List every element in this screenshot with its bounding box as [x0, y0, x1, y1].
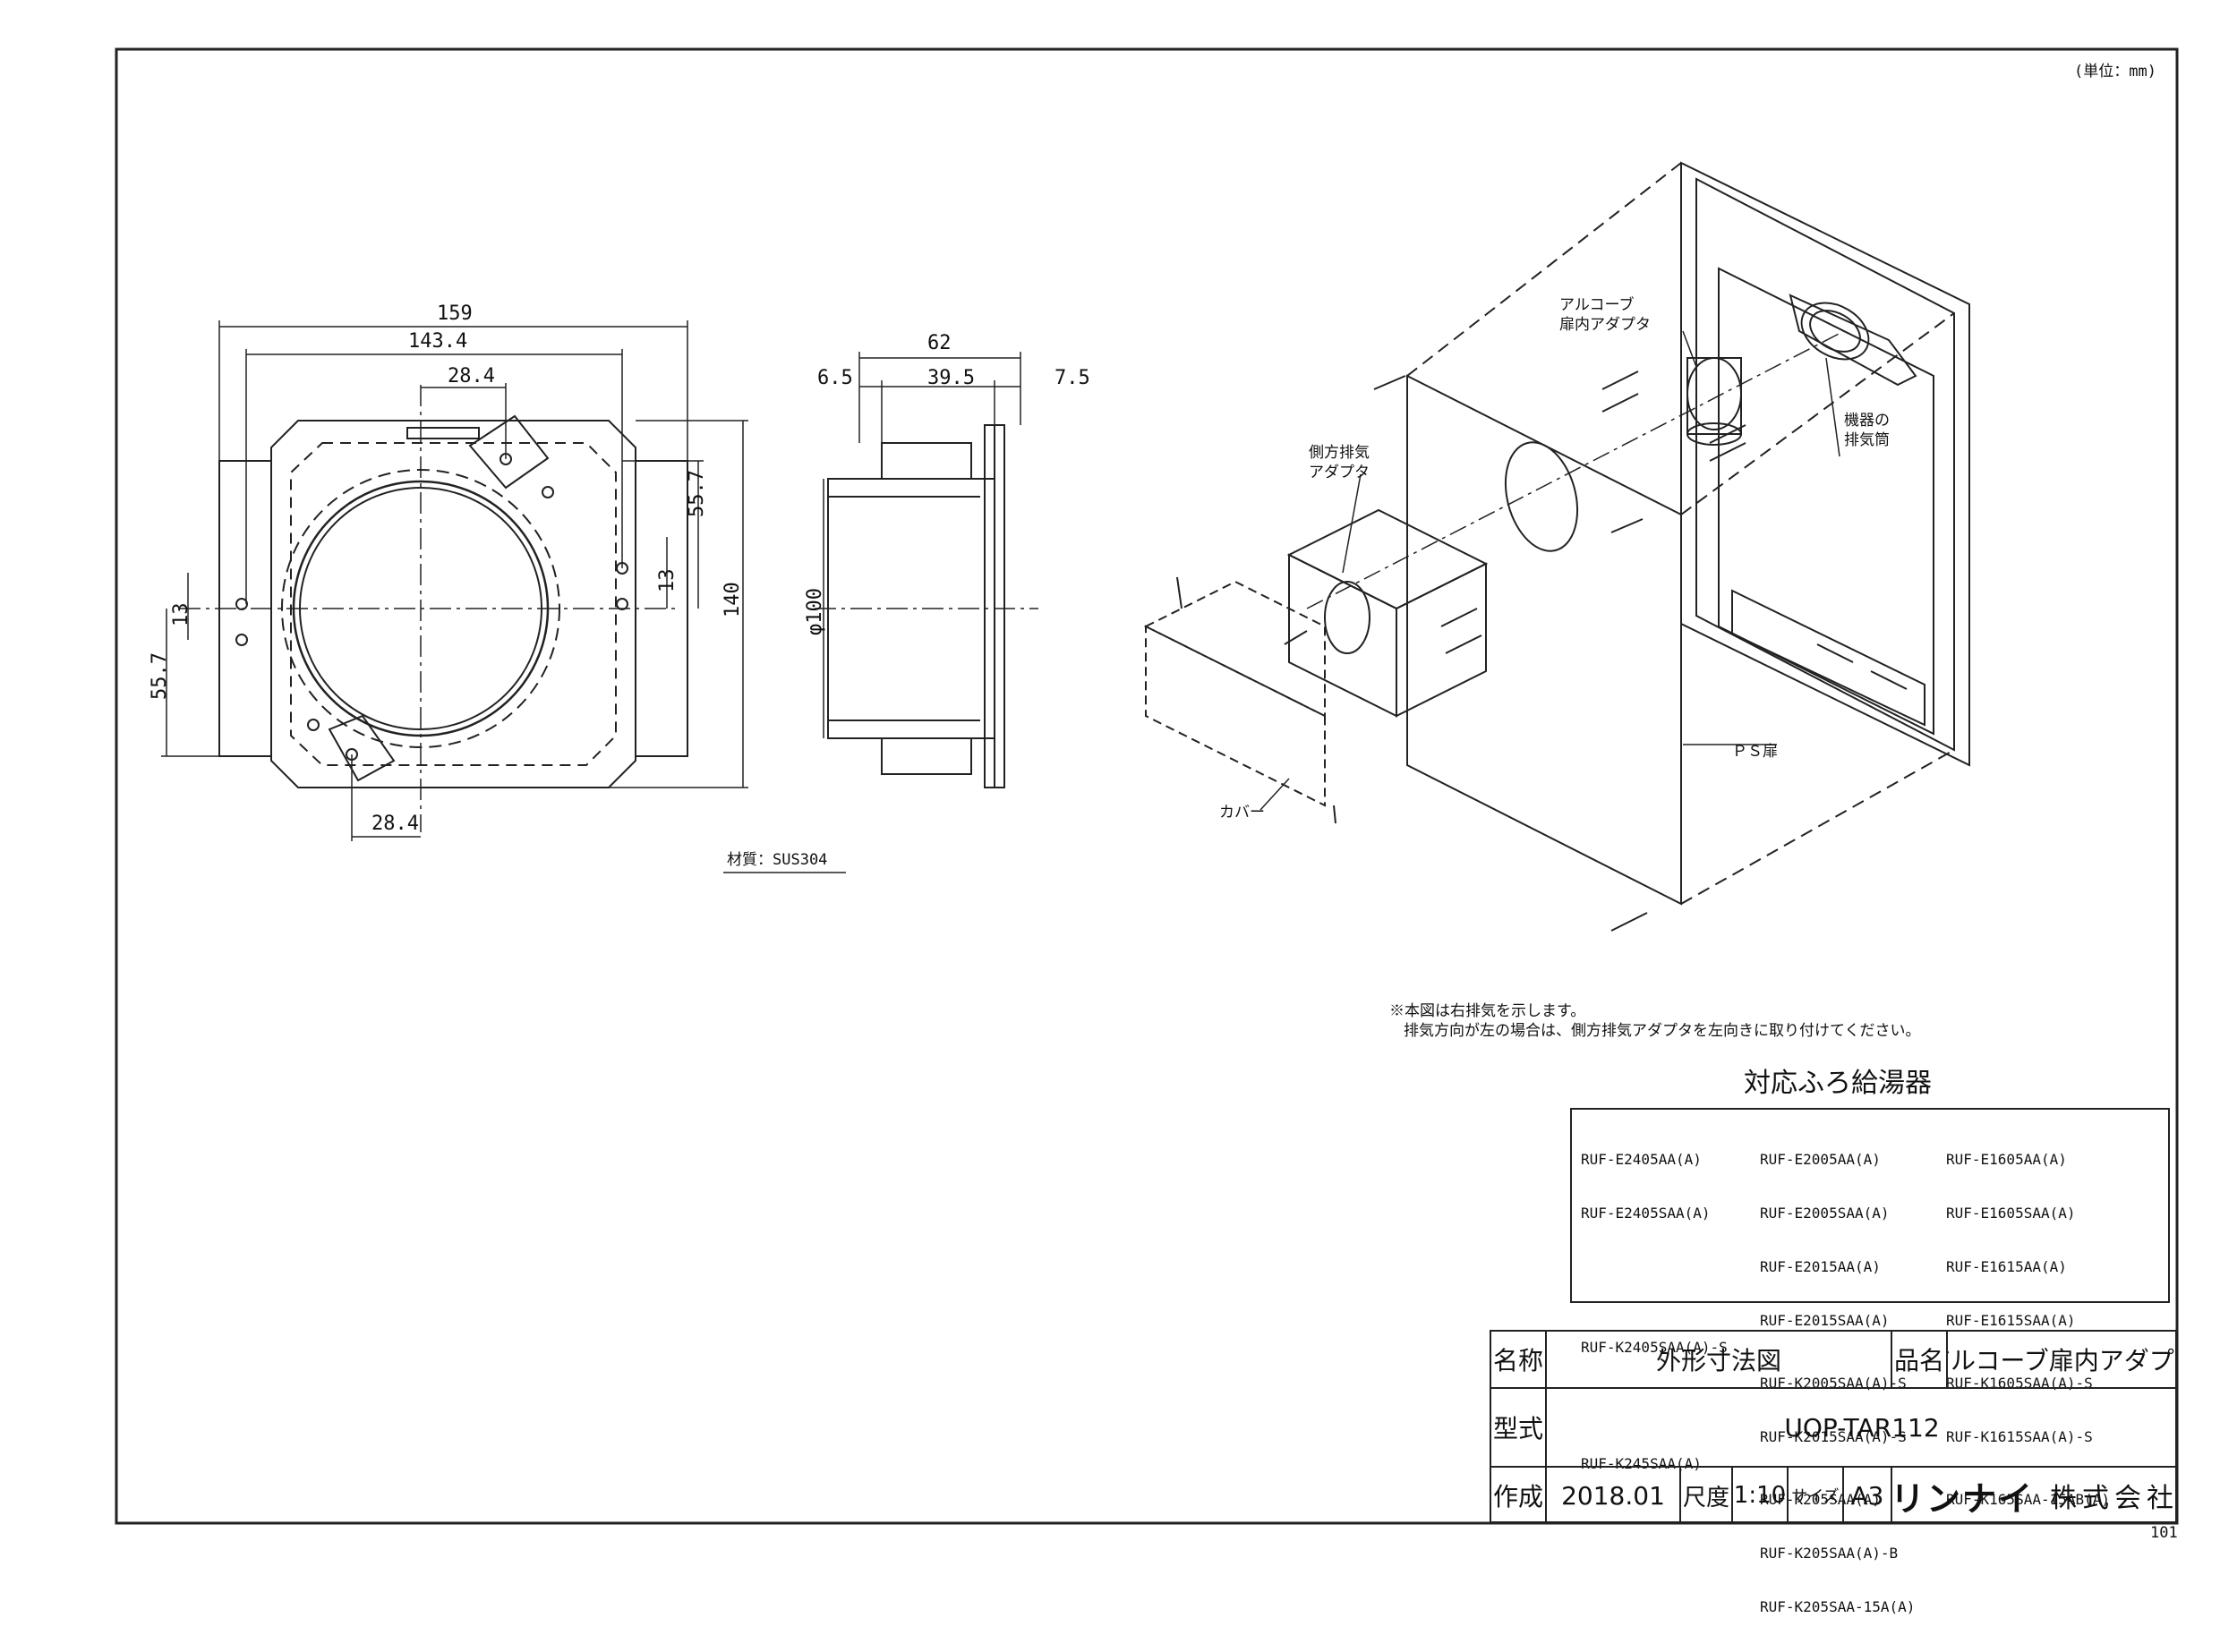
model-item: RUF-K205SAA-15A(A) — [1760, 1598, 1916, 1615]
dim-right-hole-pitch: 13 — [656, 568, 679, 593]
made-value: 2018.01 — [1547, 1468, 1681, 1523]
model-item: RUF-E1615SAA(A) — [1946, 1312, 2076, 1329]
models-col-1: RUF-E2405AA(A) RUF-E2405SAA(A) RUF-K2405… — [1581, 1115, 1728, 1509]
model-item: RUF-E2405AA(A) — [1581, 1151, 1702, 1168]
model-item: RUF-K205SAA(A) — [1760, 1491, 1881, 1508]
material-note: 材質：SUS304 — [727, 851, 828, 869]
dim-front-width-inner: 143.4 — [408, 330, 468, 353]
model-item: RUF-E2005SAA(A) — [1760, 1205, 1890, 1222]
dim-hole-offset-bottom: 28.4 — [371, 813, 419, 835]
company-suffix: 株式会社 — [2050, 1483, 2177, 1514]
model-item: RUF-K245SAA(A) — [1581, 1455, 1702, 1472]
model-item: RUF-E2405SAA(A) — [1581, 1205, 1711, 1222]
corner-code: 101 — [2150, 1524, 2178, 1542]
model-item: RUF-E1605SAA(A) — [1946, 1205, 2076, 1222]
drawing-sheet: (単位：mm) 101 159 143.4 28.4 28.4 55.7 13 … — [115, 47, 2179, 1615]
dim-left-v-offset: 55.7 — [149, 652, 171, 700]
model-item: RUF-K165SAA-15AB(A) — [1946, 1491, 2111, 1508]
label-cover: カバー — [1219, 804, 1265, 822]
dim-right-v-offset: 55.7 — [686, 470, 708, 517]
model-item: RUF-K1615SAA(A)-S — [1946, 1428, 2093, 1445]
model-item: RUF-E2015AA(A) — [1760, 1258, 1881, 1275]
label-side-exhaust-line1: 側方排気 — [1309, 444, 1370, 462]
scale-label: 尺度 — [1681, 1468, 1733, 1523]
front-view — [161, 320, 748, 841]
model-item: RUF-K2405SAA(A)-S — [1581, 1339, 1728, 1356]
dim-hole-offset-top: 28.4 — [448, 365, 495, 387]
model-value: UOP-TAR112 — [1547, 1389, 2177, 1468]
dim-left-hole-pitch: 13 — [170, 602, 192, 627]
dim-pipe-diameter: φ100 — [804, 588, 826, 635]
model-item: RUF-K205SAA(A)-B — [1760, 1545, 1899, 1562]
label-alcove-adapter-line2: 扉内アダプタ — [1559, 316, 1651, 334]
dim-overall-height: 140 — [722, 582, 744, 617]
model-item: RUF-E1605AA(A) — [1946, 1151, 2067, 1168]
scale-value: 1:10 — [1733, 1468, 1789, 1523]
model-item: RUF-E2015SAA(A) — [1760, 1312, 1890, 1329]
model-item: RUF-K2015SAA(A)-S — [1760, 1428, 1907, 1445]
model-item: RUF-E1615AA(A) — [1946, 1258, 2067, 1275]
dim-side-body: 39.5 — [927, 367, 975, 389]
label-unit-exhaust-line1: 機器の — [1844, 412, 1890, 430]
note-line1: ※本図は右排気を示します。 — [1389, 1002, 1586, 1020]
models-table: RUF-E2405AA(A) RUF-E2405SAA(A) RUF-K2405… — [1570, 1108, 2170, 1615]
name-label: 名称 — [1491, 1332, 1547, 1389]
label-side-exhaust-line2: アダプタ — [1309, 464, 1370, 481]
size-value: A3 — [1844, 1468, 1892, 1523]
dim-side-rim: 7.5 — [1054, 367, 1090, 389]
name-value: 外形寸法図 — [1547, 1332, 1892, 1389]
models-title: 対応ふろ給湯器 — [1744, 1068, 1932, 1099]
unit-note: (単位：mm) — [2074, 63, 2156, 81]
size-label: サイズ — [1789, 1468, 1844, 1523]
company-brand-logo: リンナイ — [1892, 1478, 2035, 1519]
dim-side-depth: 62 — [927, 332, 952, 354]
drawing-canvas — [115, 47, 2179, 1525]
isometric-view — [1143, 161, 1970, 932]
sheet-border — [115, 47, 2179, 1525]
label-unit-exhaust-line2: 排気筒 — [1844, 431, 1890, 449]
dim-front-width-outer: 159 — [437, 302, 473, 325]
company-name: リンナイ 株式会社 — [1892, 1468, 2177, 1523]
note-line2: 排気方向が左の場合は、側方排気アダプタを左向きに取り付けてください。 — [1404, 1022, 1921, 1040]
made-label: 作成 — [1491, 1468, 1547, 1523]
model-item: RUF-E2005AA(A) — [1760, 1151, 1881, 1168]
label-ps-door: ＰＳ扉 — [1732, 743, 1778, 761]
label-alcove-adapter-line1: アルコーブ — [1559, 296, 1635, 314]
model-label: 型式 — [1491, 1389, 1547, 1468]
dim-side-flange: 6.5 — [817, 367, 853, 389]
side-view — [815, 352, 1038, 788]
product-label: 品名 — [1892, 1332, 1948, 1389]
